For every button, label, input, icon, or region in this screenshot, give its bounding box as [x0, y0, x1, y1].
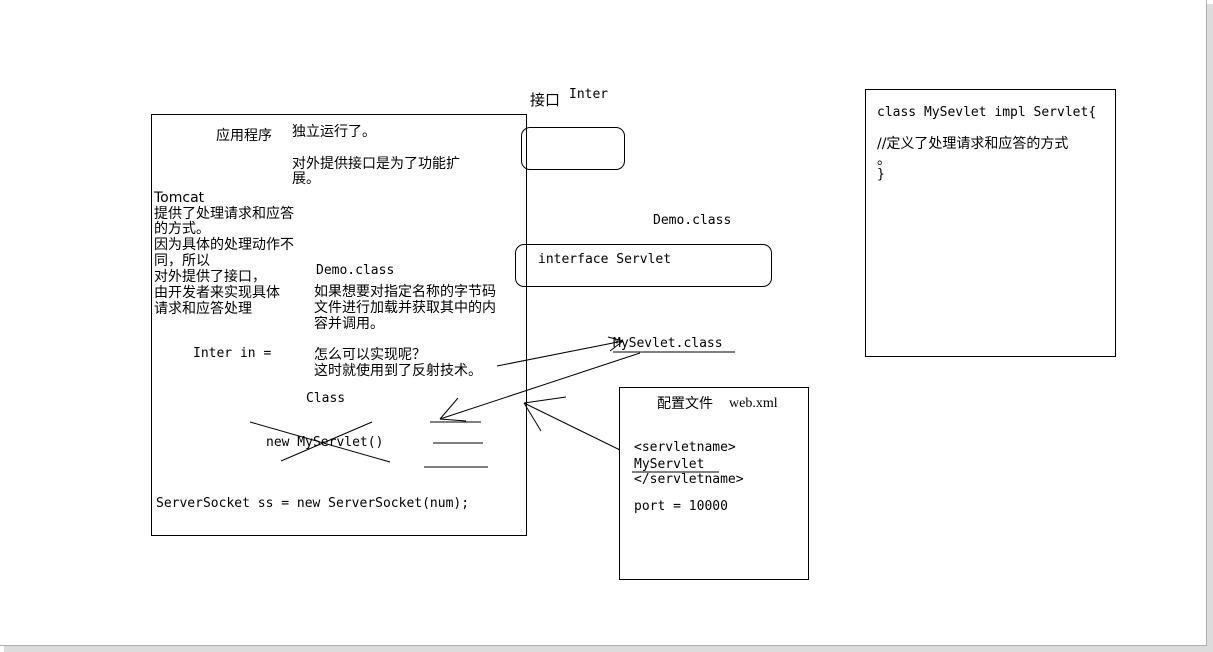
tomcat-note-line: 请求和应答处理 [154, 301, 252, 317]
tomcat-box [151, 114, 527, 536]
config-title-cn: 配置文件 [657, 396, 713, 412]
class-definition-line: class MySevlet impl Servlet{ [877, 105, 1097, 120]
config-port: port = 10000 [634, 499, 728, 514]
config-close-tag: </servletname> [634, 472, 744, 487]
strike-line [280, 421, 373, 462]
canvas-shadow [4, 646, 1213, 652]
strike-line [249, 421, 391, 463]
tomcat-note-line: 的方式。 [154, 221, 210, 237]
demo-class-label: Demo.class [316, 263, 395, 278]
class-definition-comment: //定义了处理请求和应答的方式 [877, 136, 1069, 152]
config-title-file: web.xml [729, 396, 778, 411]
independent-note: 独立运行了。 [292, 124, 376, 140]
class-definition-period: 。 [877, 152, 891, 168]
tomcat-note-line: 同，所以 [154, 253, 210, 269]
server-socket-code: ServerSocket ss = new ServerSocket(num); [156, 496, 470, 511]
canvas-border [0, 645, 1207, 646]
tomcat-note-line: 因为具体的处理动作不 [154, 237, 294, 253]
tomcat-note-line: 由开发者来实现具体 [154, 285, 280, 301]
question-note-line: 这时就使用到了反射技术。 [314, 363, 482, 379]
canvas-border [1206, 0, 1207, 646]
reflection-note-line: 文件进行加载并获取其中的内 [314, 300, 496, 316]
canvas-shadow [1207, 4, 1213, 652]
arrow-to-class [439, 352, 641, 420]
reflection-note-line: 容并调用。 [314, 316, 384, 332]
provide-interface-line-2: 展。 [292, 171, 320, 187]
interface-label: 接口 [530, 91, 561, 109]
question-note-line: 怎么可以实现呢？ [314, 347, 426, 363]
tomcat-note-line: Tomcat [154, 190, 205, 206]
interface-servlet-box [515, 244, 772, 287]
reflection-note-line: 如果想要对指定名称的字节码 [314, 284, 496, 300]
demo-class-top-label: Demo.class [653, 213, 732, 228]
new-servlet-label: new MyServlet() [266, 435, 384, 450]
inter-in-label: Inter in = [193, 346, 272, 361]
mysevlet-class-label: MySevlet.class [613, 336, 723, 351]
config-servlet-name: MyServlet [634, 457, 705, 472]
tomcat-note-line: 提供了处理请求和应答 [154, 206, 294, 222]
config-file-box [619, 387, 809, 580]
arrow-to-mysevlet [496, 340, 624, 367]
class-definition-box [865, 89, 1116, 357]
arrow-config-to-tomcat [523, 402, 621, 451]
inter-label: Inter [569, 87, 609, 102]
inter-interface-box [521, 127, 625, 170]
config-open-tag: <servletname> [634, 440, 736, 455]
class-label: Class [306, 391, 346, 406]
class-definition-close: } [877, 167, 885, 182]
interface-servlet-label: interface Servlet [538, 252, 672, 267]
provide-interface-line-1: 对外提供接口是为了功能扩 [292, 156, 460, 172]
tomcat-note-line: 对外提供了接口， [154, 269, 266, 285]
app-label: 应用程序 [216, 128, 272, 144]
